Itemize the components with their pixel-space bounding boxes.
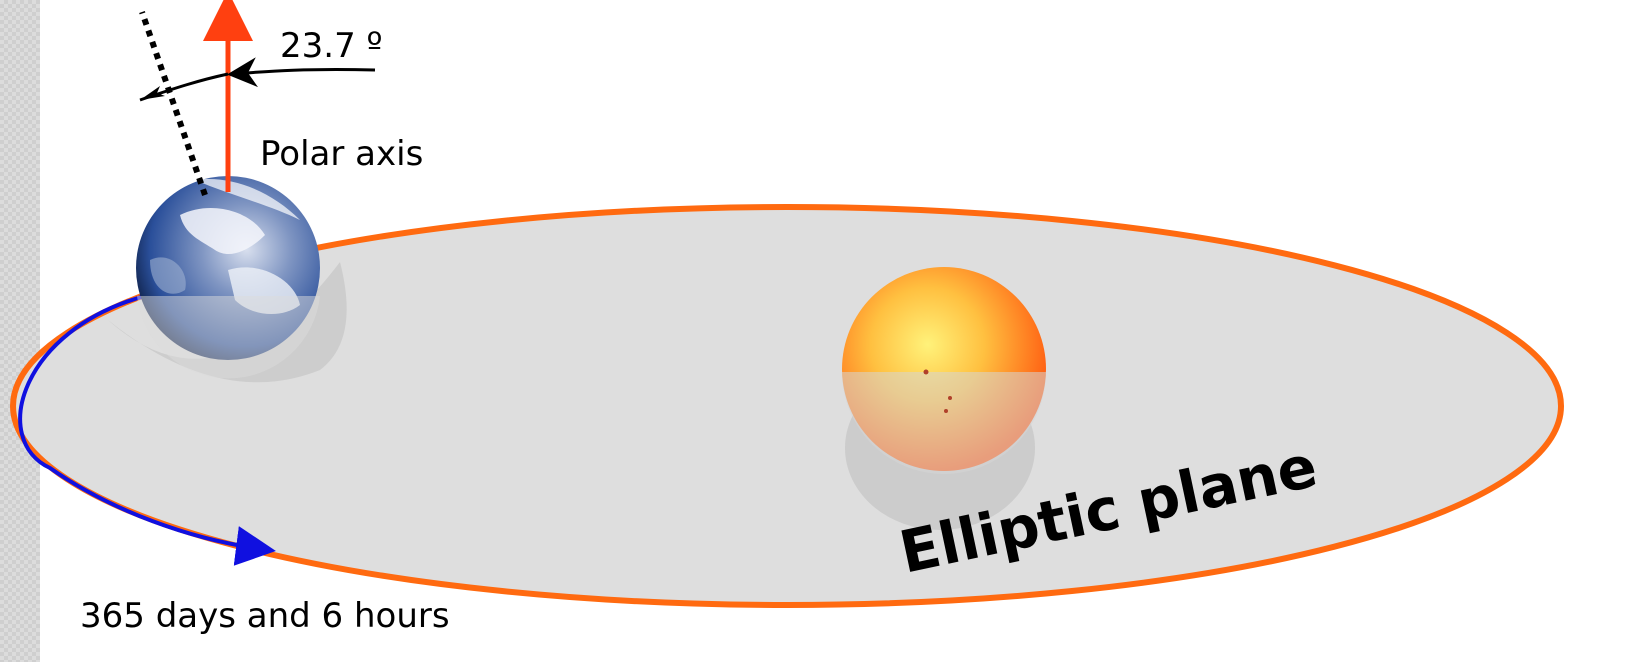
polar-axis-label: Polar axis (260, 134, 423, 174)
angle-arc (233, 69, 375, 74)
earth-globe-icon (136, 176, 320, 378)
period-label: 365 days and 6 hours (80, 596, 450, 636)
sun-icon (842, 267, 1046, 474)
angle-label: 23.7 º (280, 26, 383, 66)
tilted-axis (142, 12, 205, 195)
